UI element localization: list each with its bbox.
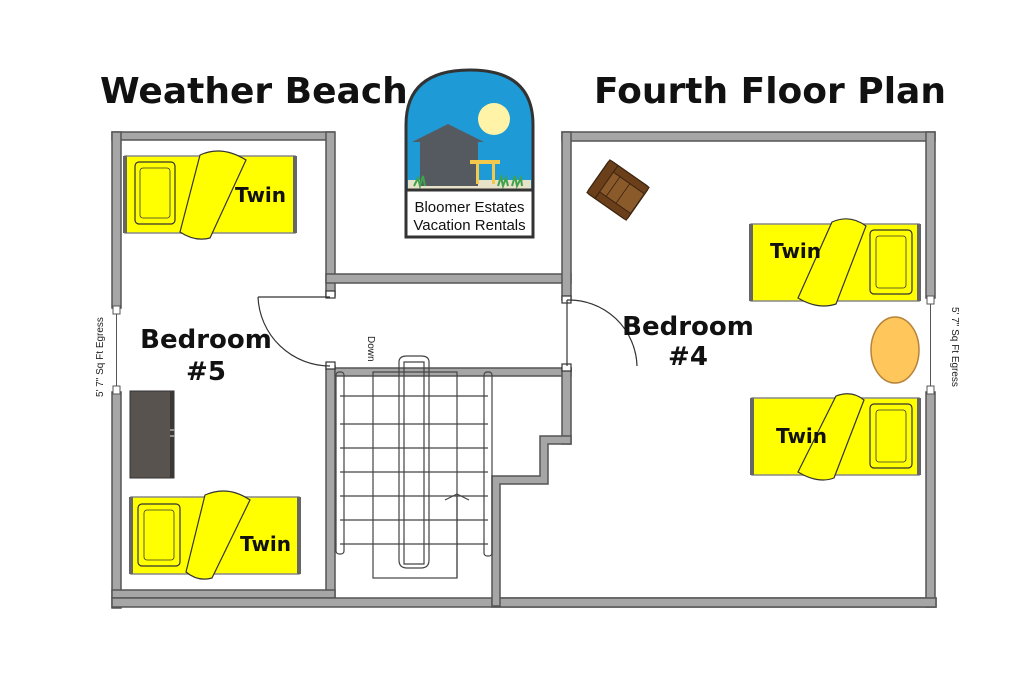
egress-label-right: 5' 7" Sq Ft Egress — [949, 307, 960, 387]
door-bedroom-5 — [257, 290, 336, 370]
bed-top-right: Twin — [749, 218, 921, 307]
bed-top-left: Twin — [123, 150, 297, 240]
pillow — [869, 403, 913, 469]
house-icon — [412, 124, 484, 186]
stairs-down-label: Down — [365, 336, 376, 362]
bed-label: Twin — [235, 183, 286, 207]
room-label-bedroom-5-number: #5 — [186, 357, 226, 387]
stair-direction-arrow — [444, 493, 470, 578]
round-rug — [870, 316, 920, 384]
egress-label-left: 5' 7" Sq Ft Egress — [95, 317, 106, 397]
title-weather-beach: Weather Beach — [100, 71, 408, 112]
company-logo: Bloomer Estates Vacation Rentals — [404, 68, 535, 239]
bed-label: Twin — [770, 239, 821, 263]
pillow — [137, 503, 181, 567]
egress-window-left — [112, 305, 121, 395]
room-label-bedroom-4-name: Bedroom — [622, 312, 754, 342]
title-fourth-floor-plan: Fourth Floor Plan — [594, 71, 946, 112]
door-bedroom-4 — [561, 295, 638, 372]
blanket-fold — [179, 150, 247, 240]
blanket-fold — [797, 393, 865, 481]
bed-bottom-right: Twin — [750, 393, 921, 481]
egress-window-right — [926, 295, 935, 395]
bed-label: Twin — [776, 424, 827, 448]
sun-icon — [478, 103, 510, 135]
armchair-icon — [586, 159, 650, 221]
blanket-fold — [185, 490, 251, 580]
logo-line-1: Bloomer Estates — [414, 199, 524, 216]
staircase — [335, 355, 493, 579]
pillow — [869, 229, 913, 295]
bed-label: Twin — [240, 532, 291, 556]
dresser — [129, 390, 175, 479]
room-label-bedroom-4-number: #4 — [668, 342, 708, 372]
pillow — [134, 161, 176, 225]
bed-bottom-left: Twin — [129, 490, 301, 580]
logo-line-2: Vacation Rentals — [413, 217, 525, 234]
blanket-fold — [797, 218, 867, 307]
room-label-bedroom-5-name: Bedroom — [140, 325, 272, 355]
